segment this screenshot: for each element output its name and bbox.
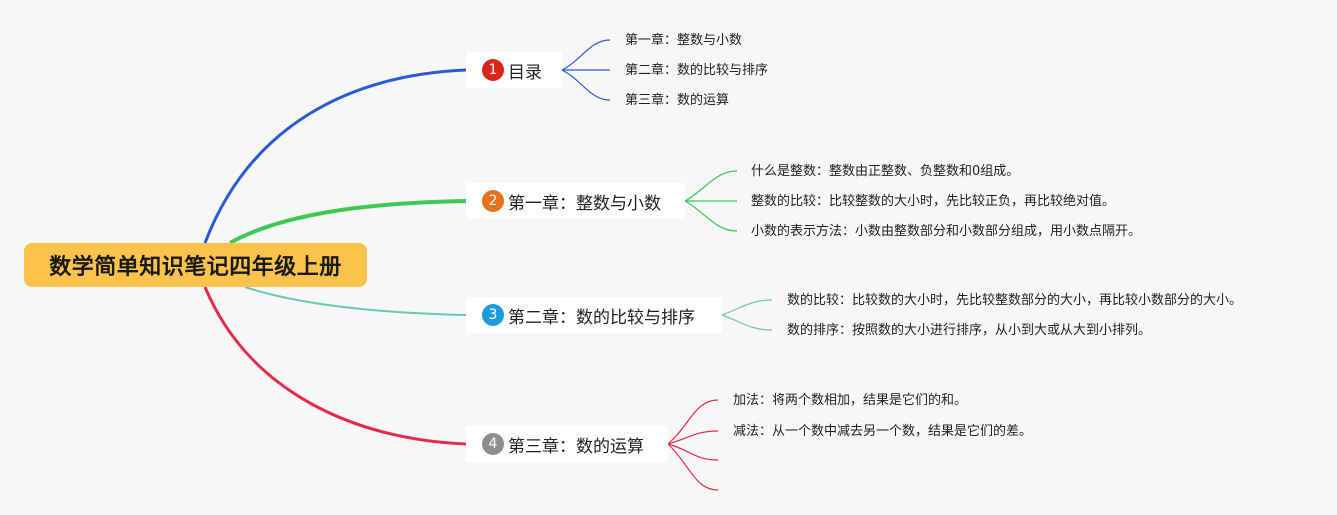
- number-badge-3: 3: [482, 304, 504, 326]
- branch-topic-2[interactable]: 2 第一章：整数与小数: [466, 183, 685, 219]
- leaf-topic[interactable]: 第二章：数的比较与排序: [625, 63, 769, 78]
- branch-3-connector: [244, 286, 467, 316]
- number-badge-2: 2: [482, 190, 504, 212]
- branch-label-3: 第二章：数的比较与排序: [508, 307, 695, 328]
- leaf-connector: [684, 200, 738, 232]
- branch-topic-3[interactable]: 3 第二章：数的比较与排序: [466, 297, 722, 333]
- branch-label-2: 第一章：整数与小数: [508, 193, 661, 214]
- leaf-topic[interactable]: 加法：将两个数相加，结果是它们的和。: [733, 393, 968, 408]
- leaf-connector: [684, 170, 738, 202]
- leaf-topic[interactable]: 第三章：数的运算: [625, 93, 730, 108]
- leaf-topic[interactable]: 小数的表示方法：小数由整数部分和小数部分组成，用小数点隔开。: [751, 224, 1142, 239]
- leaf-connector: [667, 443, 719, 461]
- leaf-connector: [561, 69, 611, 101]
- root-topic[interactable]: 数学简单知识笔记四年级上册: [24, 243, 367, 287]
- branch-1-connector: [203, 68, 467, 244]
- branch-label-4: 第三章：数的运算: [508, 436, 644, 457]
- branch-topic-1[interactable]: 1 目录: [466, 52, 562, 88]
- leaf-topic[interactable]: 减法：从一个数中减去另一个数，结果是它们的差。: [733, 424, 1033, 439]
- number-badge-4: 4: [482, 433, 504, 455]
- branch-topic-4[interactable]: 4 第三章：数的运算: [466, 426, 668, 462]
- leaf-topic[interactable]: 第一章：整数与小数: [625, 33, 743, 48]
- leaf-topic[interactable]: 什么是整数：整数由正整数、负整数和0组成。: [751, 164, 1020, 179]
- branch-4-connector: [203, 286, 467, 446]
- leaf-topic[interactable]: 数的排序：按照数的大小进行排序，从小到大或从大到小排列。: [787, 323, 1152, 338]
- number-badge-1: 1: [482, 59, 504, 81]
- leaf-connector: [721, 299, 773, 316]
- leaf-connector: [667, 399, 719, 445]
- leaf-topic[interactable]: 数的比较：比较数的大小时，先比较整数部分的大小，再比较小数部分的大小。: [787, 293, 1243, 308]
- root-title: 数学简单知识笔记四年级上册: [49, 255, 342, 280]
- branch-2-connector: [229, 199, 467, 245]
- leaf-connector: [561, 39, 611, 71]
- leaf-connector: [667, 443, 719, 491]
- branch-label-1: 目录: [508, 62, 542, 83]
- leaf-topic[interactable]: 整数的比较：比较整数的大小时，先比较正负，再比较绝对值。: [751, 194, 1116, 209]
- leaf-connector: [721, 314, 773, 331]
- leaf-connector: [667, 430, 719, 445]
